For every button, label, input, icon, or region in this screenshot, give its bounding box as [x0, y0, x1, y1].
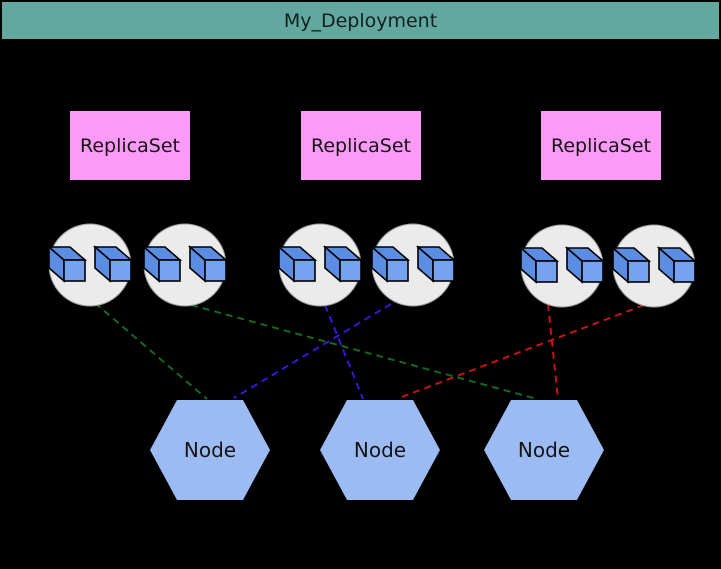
pod-icon — [48, 223, 132, 307]
node-label: Node — [353, 438, 407, 462]
pod-3 — [278, 223, 362, 307]
pod-icon — [278, 223, 362, 307]
edge-pod-4-node-1 — [233, 303, 392, 399]
pod-icon — [612, 224, 696, 308]
pod-1 — [48, 223, 132, 307]
node-3: Node — [484, 400, 604, 500]
replicaset-1: ReplicaSet — [70, 111, 190, 180]
replicaset-label: ReplicaSet — [551, 134, 651, 157]
pod-icon — [143, 223, 227, 307]
node-2: Node — [320, 400, 440, 500]
pod-5 — [520, 224, 604, 308]
edge-pod-1-node-1 — [94, 302, 208, 400]
pod-icon — [520, 224, 604, 308]
edge-pod-3-node-2 — [324, 304, 364, 400]
pod-4 — [371, 223, 455, 307]
replicaset-label: ReplicaSet — [80, 134, 180, 157]
pod-icon — [371, 223, 455, 307]
containers-cubes-icon — [48, 245, 132, 283]
pod-6 — [612, 224, 696, 308]
replicaset-label: ReplicaSet — [311, 134, 411, 157]
replicaset-3: ReplicaSet — [541, 111, 661, 180]
node-1: Node — [150, 400, 270, 500]
deployment-title: My_Deployment — [283, 9, 438, 32]
containers-cubes-icon — [371, 245, 455, 283]
containers-cubes-icon — [278, 245, 362, 283]
node-label: Node — [517, 438, 571, 462]
containers-cubes-icon — [520, 246, 604, 284]
edge-pod-6-node-2 — [398, 304, 645, 399]
replicaset-2: ReplicaSet — [301, 111, 421, 180]
deployment-title-bar: My_Deployment — [2, 2, 719, 39]
containers-cubes-icon — [612, 246, 696, 284]
containers-cubes-icon — [143, 245, 227, 283]
node-label: Node — [183, 438, 237, 462]
pod-2 — [143, 223, 227, 307]
edge-pod-5-node-3 — [547, 303, 559, 400]
